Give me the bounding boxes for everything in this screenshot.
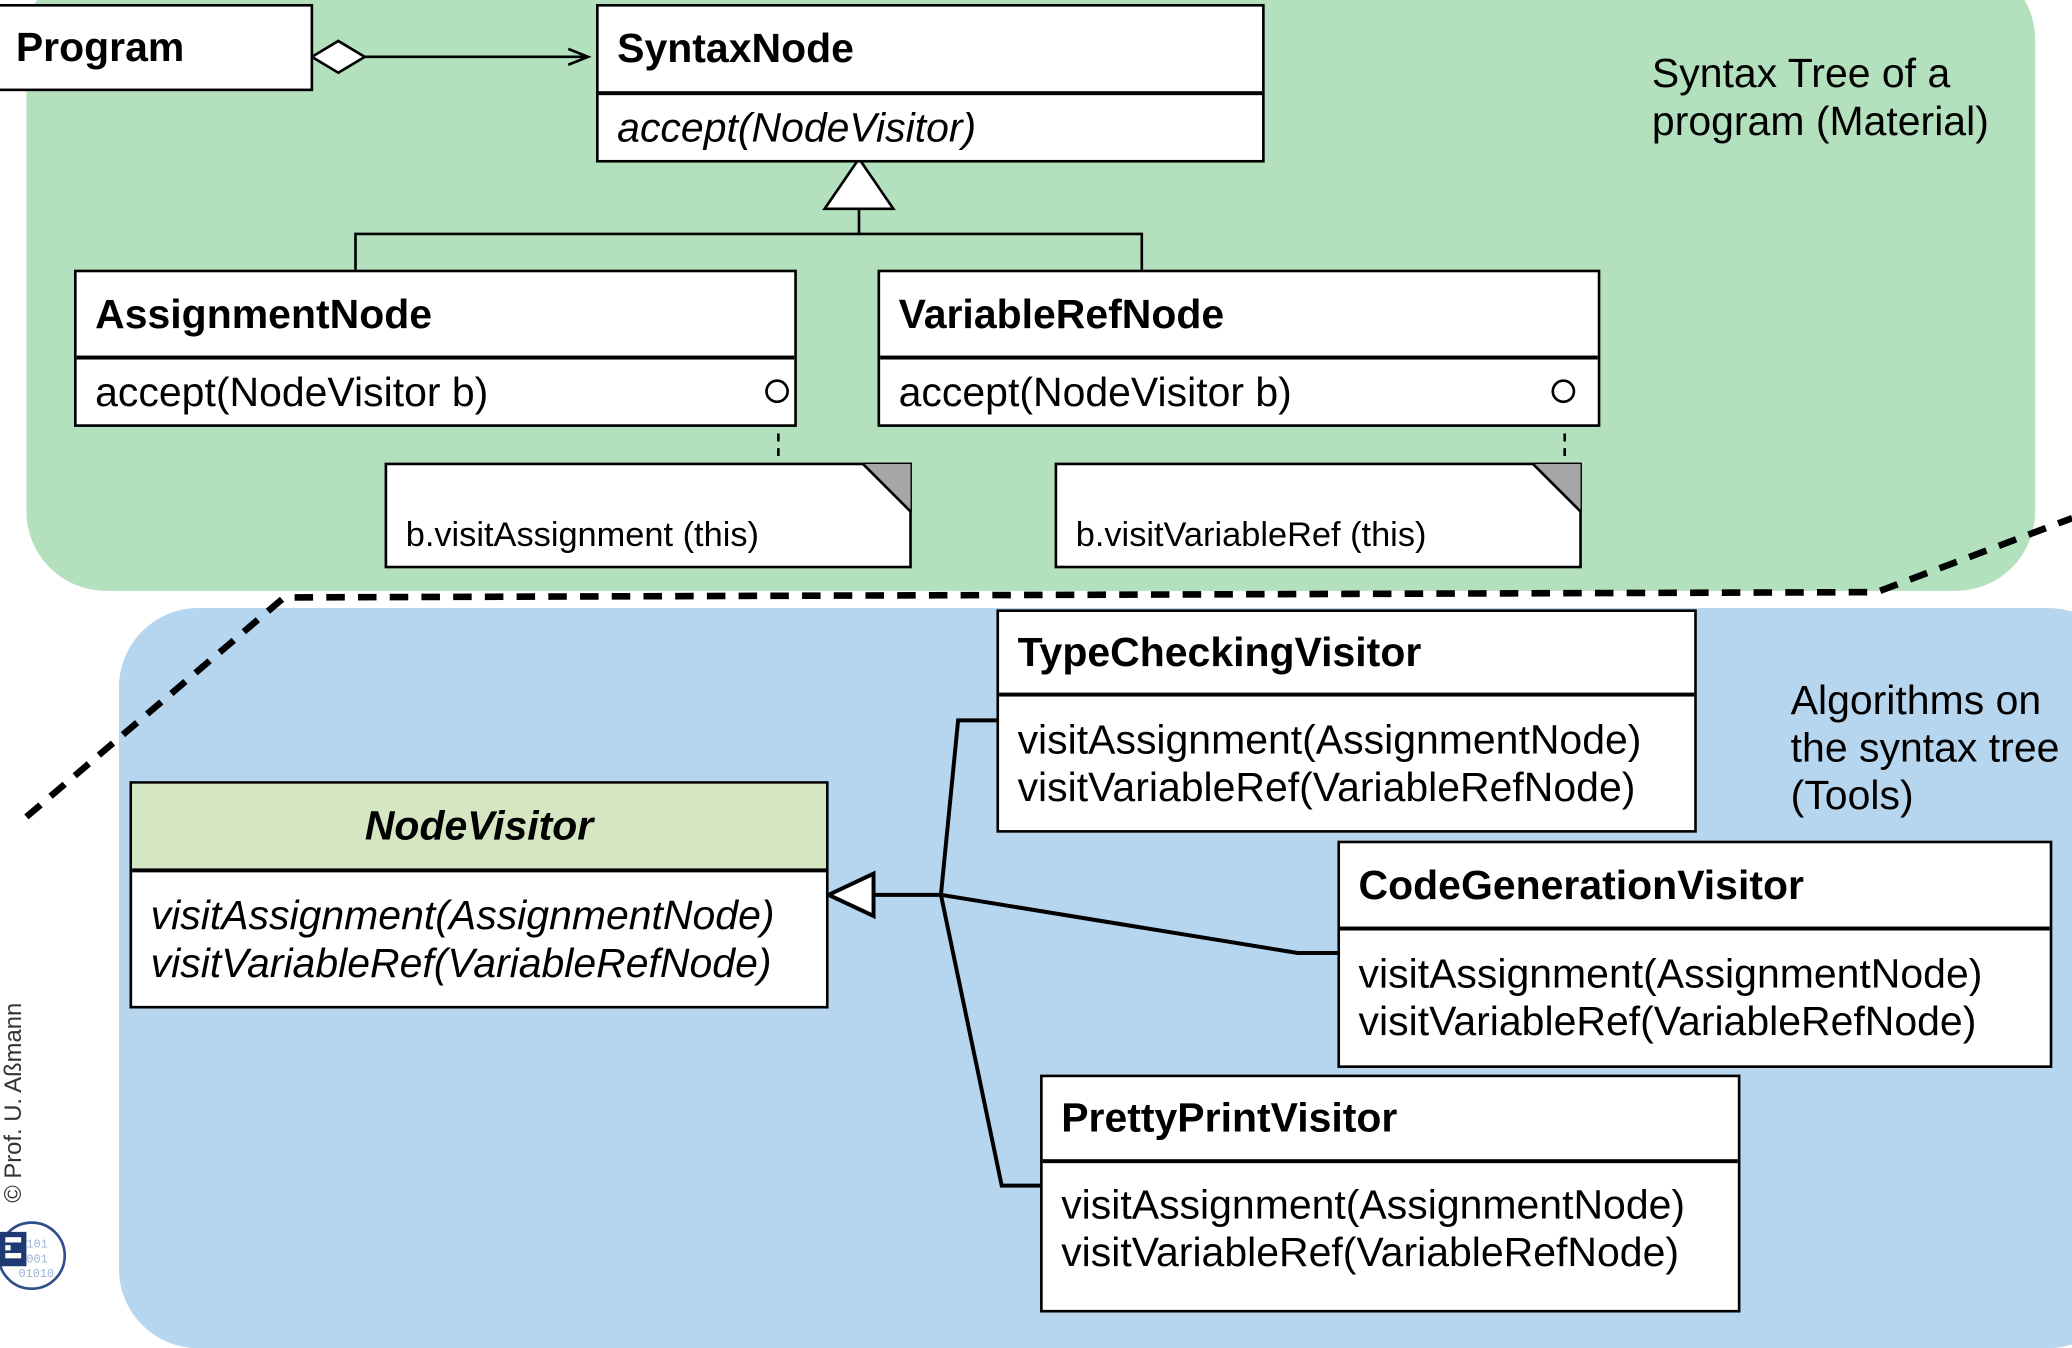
method-visit-variableref: visitVariableRef(VariableRefNode) xyxy=(150,939,772,986)
note-visit-assignment: b.visitAssignment (this) xyxy=(384,462,912,569)
method-visit-assignment: visitAssignment(AssignmentNode) xyxy=(1061,1181,1686,1228)
note-fold-corner xyxy=(1531,462,1582,513)
generalization-triangle-syntaxnode xyxy=(822,156,896,211)
method-visit-assignment: visitAssignment(AssignmentNode) xyxy=(1358,950,1983,997)
method-visit-variableref: visitVariableRef(VariableRefNode) xyxy=(1358,997,1977,1045)
class-name: TypeCheckingVisitor xyxy=(1017,628,1422,675)
method-visit-variableref: visitVariableRef(VariableRefNode) xyxy=(1017,763,1636,810)
method-visit-variableref: visitVariableRef(VariableRefNode) xyxy=(1061,1229,1680,1276)
class-name: NodeVisitor xyxy=(364,802,594,849)
connector-lines xyxy=(24,39,2072,1188)
generalization-branch-typechecking xyxy=(938,718,998,896)
generalization-branches-syntaxnode xyxy=(354,232,1144,271)
st-logo-icon: 101 001 01010 xyxy=(0,1221,67,1291)
method-visit-assignment: visitAssignment(AssignmentNode) xyxy=(150,891,775,938)
aggregation-arrowhead xyxy=(567,47,592,66)
method-accept: accept(NodeVisitor b) xyxy=(95,368,489,415)
note-text: b.visitAssignment (this) xyxy=(405,514,759,554)
class-program[interactable]: Program xyxy=(0,3,314,92)
material-region-label: Syntax Tree of a program (Material) xyxy=(1651,50,1989,145)
method-accept: accept(NodeVisitor) xyxy=(617,103,977,151)
svg-text:01010: 01010 xyxy=(19,1267,55,1281)
note-visit-variableref: b.visitVariableRef (this) xyxy=(1054,462,1582,569)
class-nodevisitor[interactable]: NodeVisitor visitAssignment(AssignmentNo… xyxy=(129,781,829,1009)
svg-text:101: 101 xyxy=(26,1238,47,1252)
class-name: CodeGenerationVisitor xyxy=(1358,861,1804,908)
class-prettyprintvisitor[interactable]: PrettyPrintVisitor visitAssignment(Assig… xyxy=(1040,1074,1741,1313)
class-name: AssignmentNode xyxy=(95,290,433,337)
credit-text: © Prof. U. Aßmann xyxy=(0,1002,27,1203)
class-name: Program xyxy=(15,23,185,71)
class-name: SyntaxNode xyxy=(617,25,854,72)
method-link-dot xyxy=(765,379,789,404)
generalization-triangle-nodevisitor xyxy=(823,870,876,920)
method-link-dot xyxy=(1551,379,1576,404)
class-variablerefnode[interactable]: VariableRefNode accept(NodeVisitor b) xyxy=(877,269,1601,427)
generalization-branch-prettyprint xyxy=(938,894,1042,1188)
note-text: b.visitVariableRef (this) xyxy=(1075,514,1427,554)
svg-text:001: 001 xyxy=(26,1252,47,1266)
class-name: VariableRefNode xyxy=(898,290,1225,337)
class-codegenerationvisitor[interactable]: CodeGenerationVisitor visitAssignment(As… xyxy=(1337,840,2053,1068)
method-accept: accept(NodeVisitor b) xyxy=(898,368,1292,415)
region-separator-line xyxy=(24,515,2072,820)
aggregation-diamond xyxy=(309,39,368,75)
note-fold-corner xyxy=(861,462,912,513)
generalization-branch-codegeneration xyxy=(940,892,1339,955)
class-name: PrettyPrintVisitor xyxy=(1061,1094,1398,1141)
method-visit-assignment: visitAssignment(AssignmentNode) xyxy=(1017,715,1642,762)
class-typecheckingvisitor[interactable]: TypeCheckingVisitor visitAssignment(Assi… xyxy=(996,609,1697,833)
class-syntaxnode[interactable]: SyntaxNode accept(NodeVisitor) xyxy=(596,3,1265,163)
tools-region-label: Algorithms on the syntax tree (Tools) xyxy=(1790,676,2060,819)
class-assignmentnode[interactable]: AssignmentNode accept(NodeVisitor b) xyxy=(74,269,797,427)
